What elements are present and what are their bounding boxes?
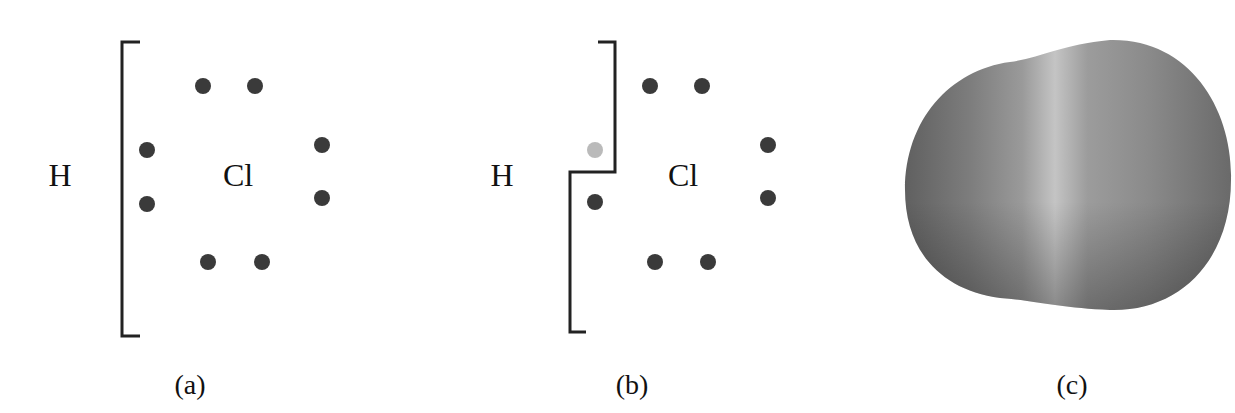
hydrogen-atom: H xyxy=(8,113,132,237)
chlorine-atom: Cl xyxy=(128,53,372,297)
panel-label: (a) xyxy=(174,369,205,401)
electron-bracket xyxy=(122,42,615,336)
electron-dots xyxy=(139,78,776,270)
hydrogen-atom: H xyxy=(458,115,578,235)
chlorine-atom: Cl xyxy=(573,53,817,297)
element-symbol: Cl xyxy=(223,157,253,194)
panel-label: (b) xyxy=(616,369,649,401)
panel-label: (c) xyxy=(1056,369,1087,401)
element-symbol: H xyxy=(48,157,71,194)
element-symbol: Cl xyxy=(668,157,698,194)
density-surface xyxy=(905,40,1231,310)
atom-sphere xyxy=(458,115,578,235)
element-symbol: H xyxy=(490,157,513,194)
